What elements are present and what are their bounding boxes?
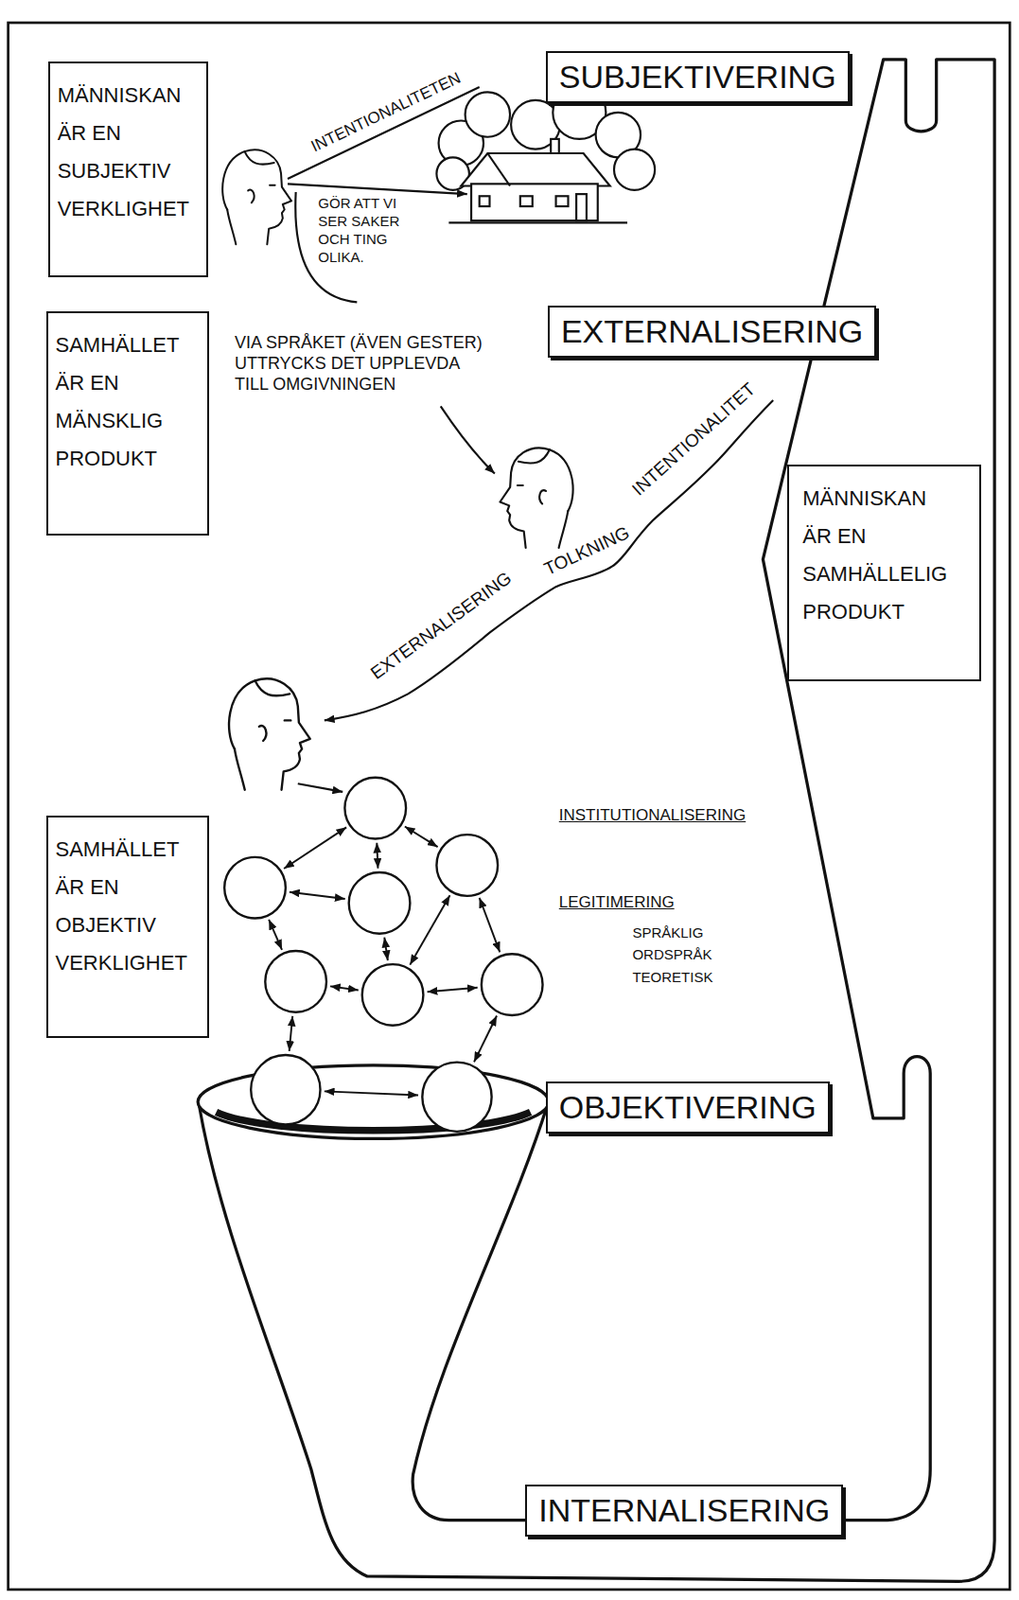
process-label-box: INTERNALISERING bbox=[525, 1484, 844, 1537]
interaction-arrow bbox=[330, 985, 359, 990]
person-head bbox=[499, 447, 573, 548]
house bbox=[520, 195, 533, 207]
trees bbox=[465, 91, 510, 137]
person-head bbox=[228, 678, 311, 790]
intentionality-lines bbox=[287, 87, 480, 179]
intentionality-lines bbox=[287, 87, 774, 721]
intentionality-lines bbox=[287, 183, 468, 194]
head-from-behind bbox=[264, 950, 327, 1013]
interaction-arrow bbox=[324, 1090, 419, 1095]
statement-box: MÄNNISKAN ÄR EN SAMHÄLLELIG PRODUKT bbox=[787, 464, 982, 683]
head-from-behind bbox=[436, 834, 498, 897]
page-frame bbox=[8, 22, 1011, 1590]
statement-box: SAMHÄLLET ÄR EN MÄNSKLIG PRODUKT bbox=[46, 311, 210, 536]
annotation-text: GÖR ATT VI SER SAKER OCH TING OLIKA. bbox=[317, 193, 405, 266]
node-text: SUBJEKTIVERING bbox=[559, 58, 837, 96]
society-crowd bbox=[224, 777, 543, 1132]
node-text: MÄNNISKAN ÄR EN SAMHÄLLELIG PRODUKT bbox=[802, 479, 957, 632]
statement-box: MÄNNISKAN ÄR EN SUBJEKTIV VERKLIGHET bbox=[48, 61, 209, 279]
interaction-arrow bbox=[479, 897, 501, 953]
person-head bbox=[222, 149, 292, 245]
head-from-behind bbox=[349, 872, 411, 934]
interaction-arrow bbox=[289, 1016, 293, 1052]
annotation-text: VIA SPRÅKET (ÄVEN GESTER) UTTRYCKS DET U… bbox=[234, 332, 492, 395]
intentionality-lines bbox=[440, 405, 495, 474]
interaction-arrow bbox=[376, 843, 378, 869]
node-text: SAMHÄLLET ÄR EN MÄNSKLIG PRODUKT bbox=[55, 326, 200, 478]
house bbox=[487, 153, 510, 186]
arrow-to-crowd bbox=[298, 783, 343, 792]
head-from-behind bbox=[250, 1054, 320, 1125]
head-from-behind bbox=[421, 1062, 492, 1132]
head-from-behind bbox=[362, 964, 424, 1026]
annotation-text: INTENTIONALITETEN bbox=[307, 68, 464, 157]
node-text: SAMHÄLLET ÄR EN OBJEKTIV VERKLIGHET bbox=[55, 830, 200, 983]
statement-box: SAMHÄLLET ÄR EN OBJEKTIV VERKLIGHET bbox=[46, 815, 210, 1038]
interaction-arrow bbox=[427, 987, 478, 993]
annotation-text: EXTERNALISERING bbox=[366, 566, 516, 684]
node-text: EXTERNALISERING bbox=[561, 313, 863, 351]
head-from-behind bbox=[344, 777, 406, 840]
trees bbox=[614, 149, 655, 191]
house bbox=[479, 195, 491, 207]
process-channel-outline bbox=[198, 59, 995, 1582]
house bbox=[448, 221, 628, 224]
annotation-text: ORDSPRÅK bbox=[632, 946, 712, 964]
node-text: INTERNALISERING bbox=[538, 1492, 830, 1529]
head-from-behind bbox=[224, 857, 286, 919]
node-text: OBJEKTIVERING bbox=[559, 1089, 817, 1126]
node-text: MÄNNISKAN ÄR EN SUBJEKTIV VERKLIGHET bbox=[57, 76, 199, 229]
process-label-box: EXTERNALISERING bbox=[547, 305, 877, 358]
interaction-arrow bbox=[409, 895, 450, 965]
house bbox=[460, 153, 610, 186]
annotation-text: INTENTIONALITET bbox=[627, 377, 759, 500]
process-label-box: OBJEKTIVERING bbox=[545, 1081, 830, 1134]
annotation-text: SPRÅKLIG bbox=[632, 924, 703, 942]
house bbox=[448, 139, 628, 223]
house bbox=[576, 193, 587, 221]
interaction-arrow bbox=[474, 1016, 497, 1063]
annotation-text: INSTITUTIONALISERING bbox=[559, 806, 746, 826]
house bbox=[556, 195, 569, 207]
annotation-text: TOLKNING bbox=[540, 521, 633, 580]
funnel-rim bbox=[197, 1065, 549, 1140]
annotation-text: LEGITIMERING bbox=[559, 893, 675, 913]
interaction-arrow bbox=[404, 825, 439, 847]
interaction-arrow bbox=[283, 826, 347, 869]
interaction-arrow bbox=[289, 892, 346, 899]
intentionality-lines bbox=[324, 400, 774, 721]
interaction-arrow bbox=[384, 937, 388, 961]
annotation-text: TEORETISK bbox=[632, 968, 713, 986]
house bbox=[471, 183, 598, 221]
head-from-behind bbox=[481, 953, 544, 1016]
interaction-arrow bbox=[268, 919, 282, 950]
process-label-box: SUBJEKTIVERING bbox=[545, 51, 850, 104]
